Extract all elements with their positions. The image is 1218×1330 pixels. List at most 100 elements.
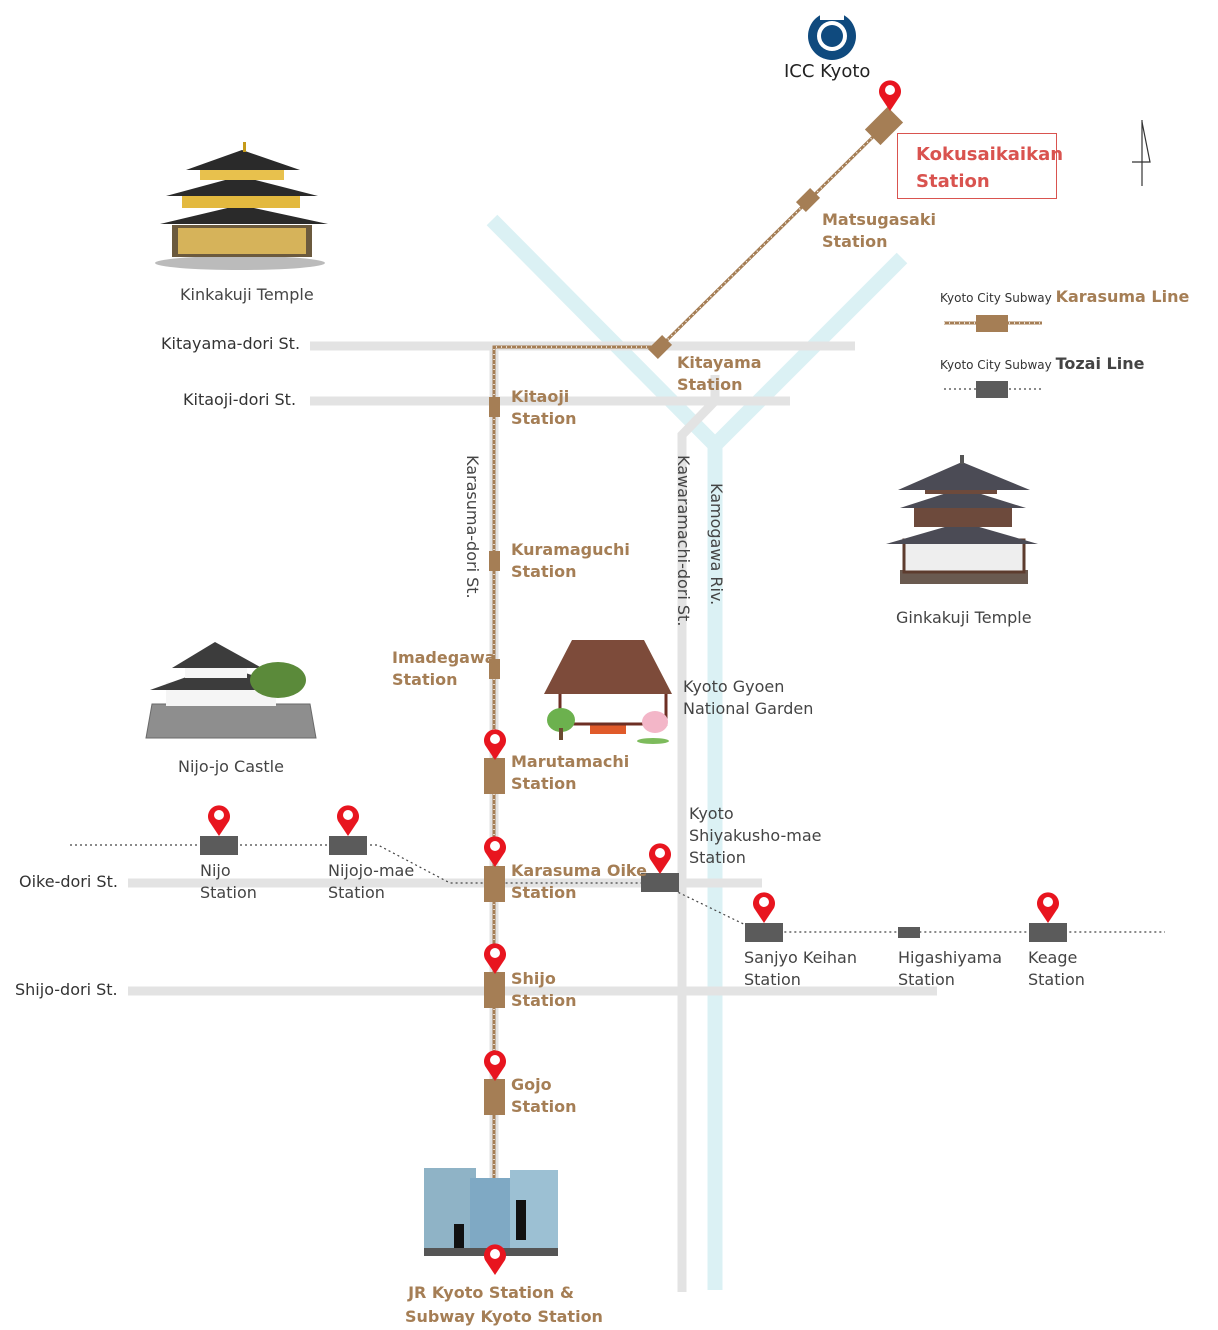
gojo-name: Gojo <box>511 1075 552 1094</box>
kitaoji-street-label: Kitaoji-dori St. <box>183 390 297 409</box>
matsugasaki-station-marker <box>795 187 821 213</box>
kinkakuji-label: Kinkakuji Temple <box>180 285 314 304</box>
shijo-name: Shijo <box>511 969 556 988</box>
imadegawa-station-marker <box>489 659 500 679</box>
kitayama-name: Kitayama <box>677 353 762 372</box>
shijo-station-marker <box>484 972 505 1008</box>
kyoto-gyoen-label: Kyoto Gyoen National Garden <box>683 676 813 720</box>
nijo-pin-icon <box>206 803 232 837</box>
imadegawa-suffix: Station <box>392 670 458 689</box>
keage-suffix: Station <box>1028 970 1085 989</box>
gojo-station-label[interactable]: Gojo Station <box>511 1074 576 1118</box>
kawaramachi-street-label: Kawaramachi-dori St. <box>674 455 693 627</box>
nijojo-mae-pin-icon <box>335 803 361 837</box>
kyoto-station-name-2: Subway Kyoto Station <box>405 1307 603 1326</box>
shiyakusho-station-marker <box>641 873 679 892</box>
legend-tozai-symbol <box>944 381 1042 398</box>
nijo-station-label[interactable]: Nijo Station <box>200 860 257 904</box>
kitaoji-station-label[interactable]: Kitaoji Station <box>511 386 576 430</box>
shijo-pin-icon <box>482 941 508 975</box>
keage-station-marker <box>1029 923 1067 942</box>
sanjyo-pin-icon <box>751 890 777 924</box>
kitayama-street-label: Kitayama-dori St. <box>161 334 301 353</box>
kitaoji-suffix: Station <box>511 409 577 428</box>
imadegawa-station-label[interactable]: Imadegawa Station <box>392 647 496 691</box>
kyoto-gyoen-name-2: National Garden <box>683 699 814 718</box>
marutamachi-station-label[interactable]: Marutamachi Station <box>511 751 629 795</box>
sanjyo-station-label[interactable]: Sanjyo Keihan Station <box>744 947 857 991</box>
kitaoji-name: Kitaoji <box>511 387 570 406</box>
kuramaguchi-station-marker <box>489 551 500 571</box>
tozai-stations <box>200 836 1067 942</box>
kitayama-station-marker <box>647 334 673 360</box>
kawaramachi-dori-street <box>677 375 720 1292</box>
kyoto-gyoen-name-1: Kyoto Gyoen <box>683 677 785 696</box>
kitaoji-station-marker <box>489 397 500 417</box>
legend-tozai-name: Tozai Line <box>1055 354 1145 373</box>
north-arrow-icon <box>1132 120 1151 186</box>
kokusaikaikan-station-label[interactable]: Kokusaikaikan Station <box>897 133 1064 199</box>
karasuma-oike-pin-icon <box>482 834 508 868</box>
nijojo-mae-suffix: Station <box>328 883 385 902</box>
oike-street-label: Oike-dori St. <box>19 872 118 891</box>
nijojo-mae-station-label[interactable]: Nijojo-mae Station <box>328 860 414 904</box>
kuramaguchi-station-label[interactable]: Kuramaguchi Station <box>511 539 630 583</box>
gojo-station-marker <box>484 1079 505 1115</box>
karasuma-oike-name: Karasuma Oike <box>511 861 647 880</box>
marutamachi-name: Marutamachi <box>511 752 630 771</box>
legend-tozai-prefix: Kyoto City Subway <box>940 358 1052 372</box>
ginkakuji-label: Ginkakuji Temple <box>896 608 1032 627</box>
karasuma-street-label: Karasuma-dori St. <box>463 455 482 599</box>
kokusaikaikan-pin-icon <box>877 78 903 112</box>
higashiyama-station-label[interactable]: Higashiyama Station <box>898 947 1002 991</box>
kyoto-station-label[interactable]: JR Kyoto Station & Subway Kyoto Station <box>405 1281 603 1329</box>
kokusaikaikan-line1: Kokusaikaikan <box>916 144 1064 165</box>
marutamachi-suffix: Station <box>511 774 577 793</box>
nijo-suffix: Station <box>200 883 257 902</box>
higashiyama-station-marker <box>898 927 920 938</box>
matsugasaki-station-label[interactable]: Matsugasaki Station <box>822 209 936 253</box>
sanjyo-station-marker <box>745 923 783 942</box>
kyoto-station-pin-icon <box>482 1242 508 1276</box>
legend-karasuma-name: Karasuma Line <box>1055 287 1190 306</box>
shijo-suffix: Station <box>511 991 577 1010</box>
kuramaguchi-suffix: Station <box>511 562 577 581</box>
shiyakusho-station-label[interactable]: Kyoto Shiyakusho-mae Station <box>689 803 822 869</box>
nijo-station-marker <box>200 836 238 855</box>
matsugasaki-name: Matsugasaki <box>822 210 936 229</box>
kitayama-station-label[interactable]: Kitayama Station <box>677 352 762 396</box>
sanjyo-name: Sanjyo Keihan <box>744 948 857 967</box>
ginkakuji-illustration <box>886 455 1038 584</box>
shiyakusho-pin-icon <box>647 841 673 875</box>
karasuma-oike-station-marker <box>484 866 505 902</box>
kokusaikaikan-station-marker <box>864 106 904 146</box>
legend-karasuma-prefix: Kyoto City Subway <box>940 291 1052 305</box>
kyoto-station-name-1: JR Kyoto Station & <box>408 1283 574 1302</box>
kuramaguchi-name: Kuramaguchi <box>511 540 630 559</box>
legend-karasuma: Kyoto City Subway Karasuma Line <box>940 287 1189 306</box>
nijojo-mae-name: Nijojo-mae <box>328 861 415 880</box>
karasuma-oike-station-label[interactable]: Karasuma Oike Station <box>511 860 647 904</box>
gojo-suffix: Station <box>511 1097 577 1116</box>
keage-pin-icon <box>1035 890 1061 924</box>
tozai-line <box>70 844 1165 933</box>
shijo-street-label: Shijo-dori St. <box>15 980 118 999</box>
matsugasaki-suffix: Station <box>822 232 888 251</box>
nijo-castle-label: Nijo-jo Castle <box>178 757 284 776</box>
kokusaikaikan-line2: Station <box>916 171 990 192</box>
kitayama-suffix: Station <box>677 375 743 394</box>
shiyakusho-name-2: Shiyakusho-mae <box>689 826 822 845</box>
legend-tozai: Kyoto City Subway Tozai Line <box>940 354 1144 373</box>
legend-karasuma-symbol <box>944 315 1042 332</box>
shiyakusho-suffix: Station <box>689 848 746 867</box>
imadegawa-name: Imadegawa <box>392 648 496 667</box>
shijo-station-label[interactable]: Shijo Station <box>511 968 576 1012</box>
keage-name: Keage <box>1028 948 1078 967</box>
marutamachi-pin-icon <box>482 727 508 761</box>
higashiyama-suffix: Station <box>898 970 955 989</box>
kamogawa-river-label: Kamogawa Riv. <box>707 483 726 606</box>
keage-station-label[interactable]: Keage Station <box>1028 947 1085 991</box>
higashiyama-name: Higashiyama <box>898 948 1003 967</box>
kamogawa-river <box>486 214 908 1290</box>
